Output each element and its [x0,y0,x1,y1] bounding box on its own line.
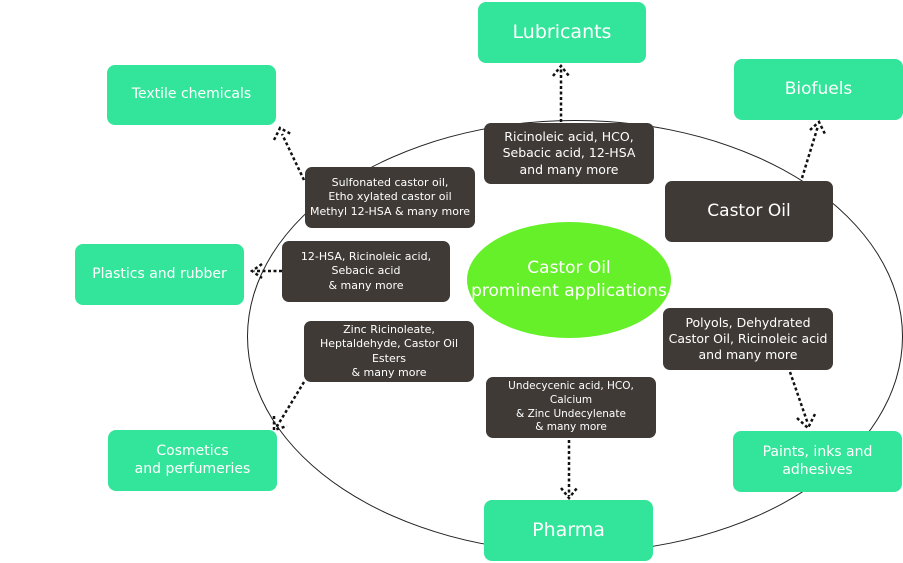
arrowhead-biofuels [809,119,827,135]
pharma-derivatives-text: Undecycenic acid, HCO, Calcium & Zinc Un… [508,380,634,434]
plastics-derivatives-text: 12-HSA, Ricinoleic acid, Sebacic acid & … [300,250,432,292]
lubricants-derivatives-box: Ricinoleic acid, HCO, Sebacic acid, 12-H… [484,123,654,184]
arrowhead-cosmetics [272,416,288,432]
castor-oil-box: Castor Oil [665,181,833,242]
textile-chemicals-label: Textile chemicals [131,86,252,103]
cosmetics-perfumeries-box: Cosmetics and perfumeries [108,430,277,491]
arrow-textile [280,133,306,181]
plastics-derivatives-box: 12-HSA, Ricinoleic acid, Sebacic acid & … [282,241,450,302]
arrow-biofuels [800,125,820,179]
plastics-rubber-box: Plastics and rubber [75,244,244,305]
arrow-cosmetics [274,381,306,429]
arrowhead-pharma [560,487,578,501]
textile-derivatives-text: Sulfonated castor oil, Etho xylated cast… [309,176,471,218]
paints-inks-adhesives-box: Paints, inks and adhesives [733,431,902,492]
lubricants-derivatives-text: Ricinoleic acid, HCO, Sebacic acid, 12-H… [502,129,636,177]
pharma-derivatives-box: Undecycenic acid, HCO, Calcium & Zinc Un… [486,377,656,438]
arrow-paints [788,371,810,425]
cosmetics-derivatives-text: Zinc Ricinoleate, Heptaldehyde, Castor O… [319,322,459,379]
pharma-box: Pharma [484,500,653,561]
lubricants-label: Lubricants [512,20,612,43]
biofuels-label: Biofuels [784,78,853,99]
textile-chemicals-box: Textile chemicals [107,65,276,125]
cosmetics-perfumeries-label: Cosmetics and perfumeries [134,443,251,477]
paints-inks-adhesives-label: Paints, inks and adhesives [762,444,873,478]
center-label: Castor Oil prominent applications [471,258,667,301]
paints-derivatives-text: Polyols, Dehydrated Castor Oil, Ricinole… [668,314,828,363]
arrowhead-lubricants [552,63,570,77]
center-node: Castor Oil prominent applications [467,222,671,338]
paints-derivatives-box: Polyols, Dehydrated Castor Oil, Ricinole… [663,308,833,370]
biofuels-box: Biofuels [734,59,903,120]
lubricants-box: Lubricants [478,2,646,63]
textile-derivatives-box: Sulfonated castor oil, Etho xylated cast… [305,167,475,228]
arrowhead-textile [272,126,292,141]
plastics-rubber-label: Plastics and rubber [92,265,227,282]
arrowhead-plastics [249,262,263,280]
cosmetics-derivatives-box: Zinc Ricinoleate, Heptaldehyde, Castor O… [304,321,474,382]
castor-oil-label: Castor Oil [707,201,791,222]
pharma-label: Pharma [532,518,605,541]
